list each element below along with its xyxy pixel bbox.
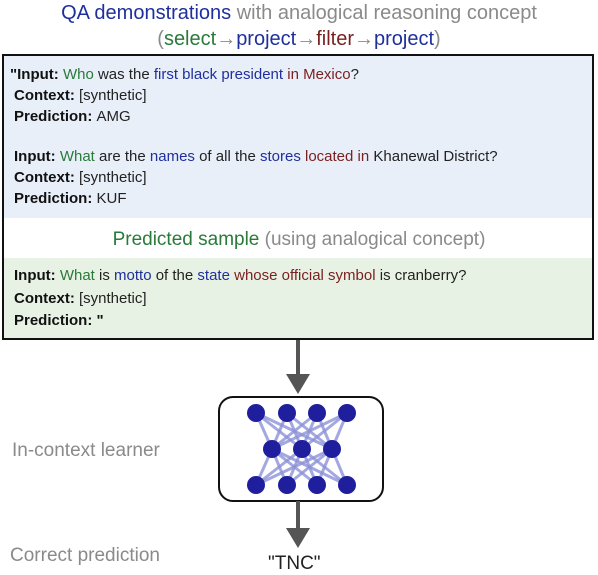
demo2-w1: What [59,148,95,165]
paren-open: ( [157,28,164,50]
network-node [308,404,326,422]
demo1-input-label: Input: [17,66,63,83]
network-node [247,476,265,494]
demo2-context-value: [synthetic] [79,169,147,186]
demo2-prediction-label: Prediction: [14,190,97,207]
concept-chain: (select→project→filter→project) [0,28,598,51]
demo2-w4: of all the [194,148,260,165]
demo1-context-label: Context: [14,87,79,104]
demo1-quote: " [10,66,18,83]
predicted-context: Context: [synthetic] [14,290,147,307]
title-rest: with analogical reasoning concept [231,2,537,24]
network-node [293,440,311,458]
demo1-prediction-value: AMG [96,108,131,125]
arrow-3: → [354,28,375,50]
predicted-w5: state [197,267,230,284]
network-node [263,440,281,458]
network-node [338,404,356,422]
demo1-prediction: Prediction: AMG [14,108,131,125]
network-node [247,404,265,422]
demonstrations-panel [4,56,592,218]
diagram-title: QA demonstrations with analogical reason… [0,2,598,25]
predicted-w1: What [59,267,95,284]
demo1-w8: ? [350,66,359,83]
arrow-down-1-icon [286,340,310,394]
demo1-w5: in [287,66,299,83]
network-edge [271,411,318,451]
network-node [323,440,341,458]
concept-filter: filter [316,28,355,50]
answer-value: "TNC" [268,553,321,574]
predicted-sample-heading: Predicted sample (using analogical conce… [0,229,598,251]
demo2-context: Context: [synthetic] [14,169,147,186]
predicted-input: Input: What is motto of the state whose … [14,267,466,284]
predicted-w8: is cranberry? [375,267,467,284]
predicted-sample-title: Predicted sample [112,229,260,250]
network-node [308,476,326,494]
predicted-w2: is [94,267,115,284]
predicted-w7: whose official symbol [234,267,376,284]
arrow-down-2-icon [286,501,310,548]
concept-project-2: project [374,28,435,50]
title-qa-demonstrations: QA demonstrations [61,2,232,24]
demo2-prediction: Prediction: KUF [14,190,127,207]
correct-prediction-label: Correct prediction [10,545,160,566]
network-node [338,476,356,494]
demo2-w7: located in [305,148,370,165]
predicted-sample-note: (using analogical concept) [259,229,486,250]
network-edge [301,411,348,451]
network-node [278,404,296,422]
arrow-1: → [216,28,237,50]
network-edge [255,447,333,487]
demo2-w8: Khanewal District? [369,148,498,165]
demo2-w3: names [149,148,195,165]
demo1-input: "Input: Who was the first black presiden… [10,66,359,83]
network-edge [271,411,348,451]
predicted-w4: of the [151,267,198,284]
demo1-w1: Who [62,66,94,83]
demo2-input: Input: What are the names of all the sto… [14,148,498,165]
demo1-prediction-label: Prediction: [14,108,97,125]
predicted-prediction: Prediction: " [14,312,104,329]
network-node [278,476,296,494]
demo2-w2: are the [94,148,150,165]
concept-project-1: project [236,28,297,50]
demo1-w2: was the [93,66,154,83]
in-context-learner-label: In-context learner [12,440,160,461]
predicted-context-label: Context: [14,290,79,307]
concept-select: select [163,28,217,50]
demo1-context-value: [synthetic] [79,87,147,104]
demo1-context: Context: [synthetic] [14,87,147,104]
predicted-sample-panel [4,258,592,338]
network-edge [286,447,333,487]
predicted-w3: motto [114,267,152,284]
paren-close: ) [434,28,441,50]
demo2-input-label: Input: [14,148,60,165]
demo1-w7: Mexico [303,66,351,83]
network-nodes [247,404,356,494]
demo2-context-label: Context: [14,169,79,186]
network-edge [255,447,303,487]
demo1-w3: first black president [153,66,284,83]
demo2-prediction-value: KUF [96,190,127,207]
predicted-prediction-label: Prediction: " [14,312,104,329]
demo2-w5: stores [259,148,301,165]
predicted-context-value: [synthetic] [79,290,147,307]
predicted-input-label: Input: [14,267,60,284]
arrow-2: → [296,28,317,50]
